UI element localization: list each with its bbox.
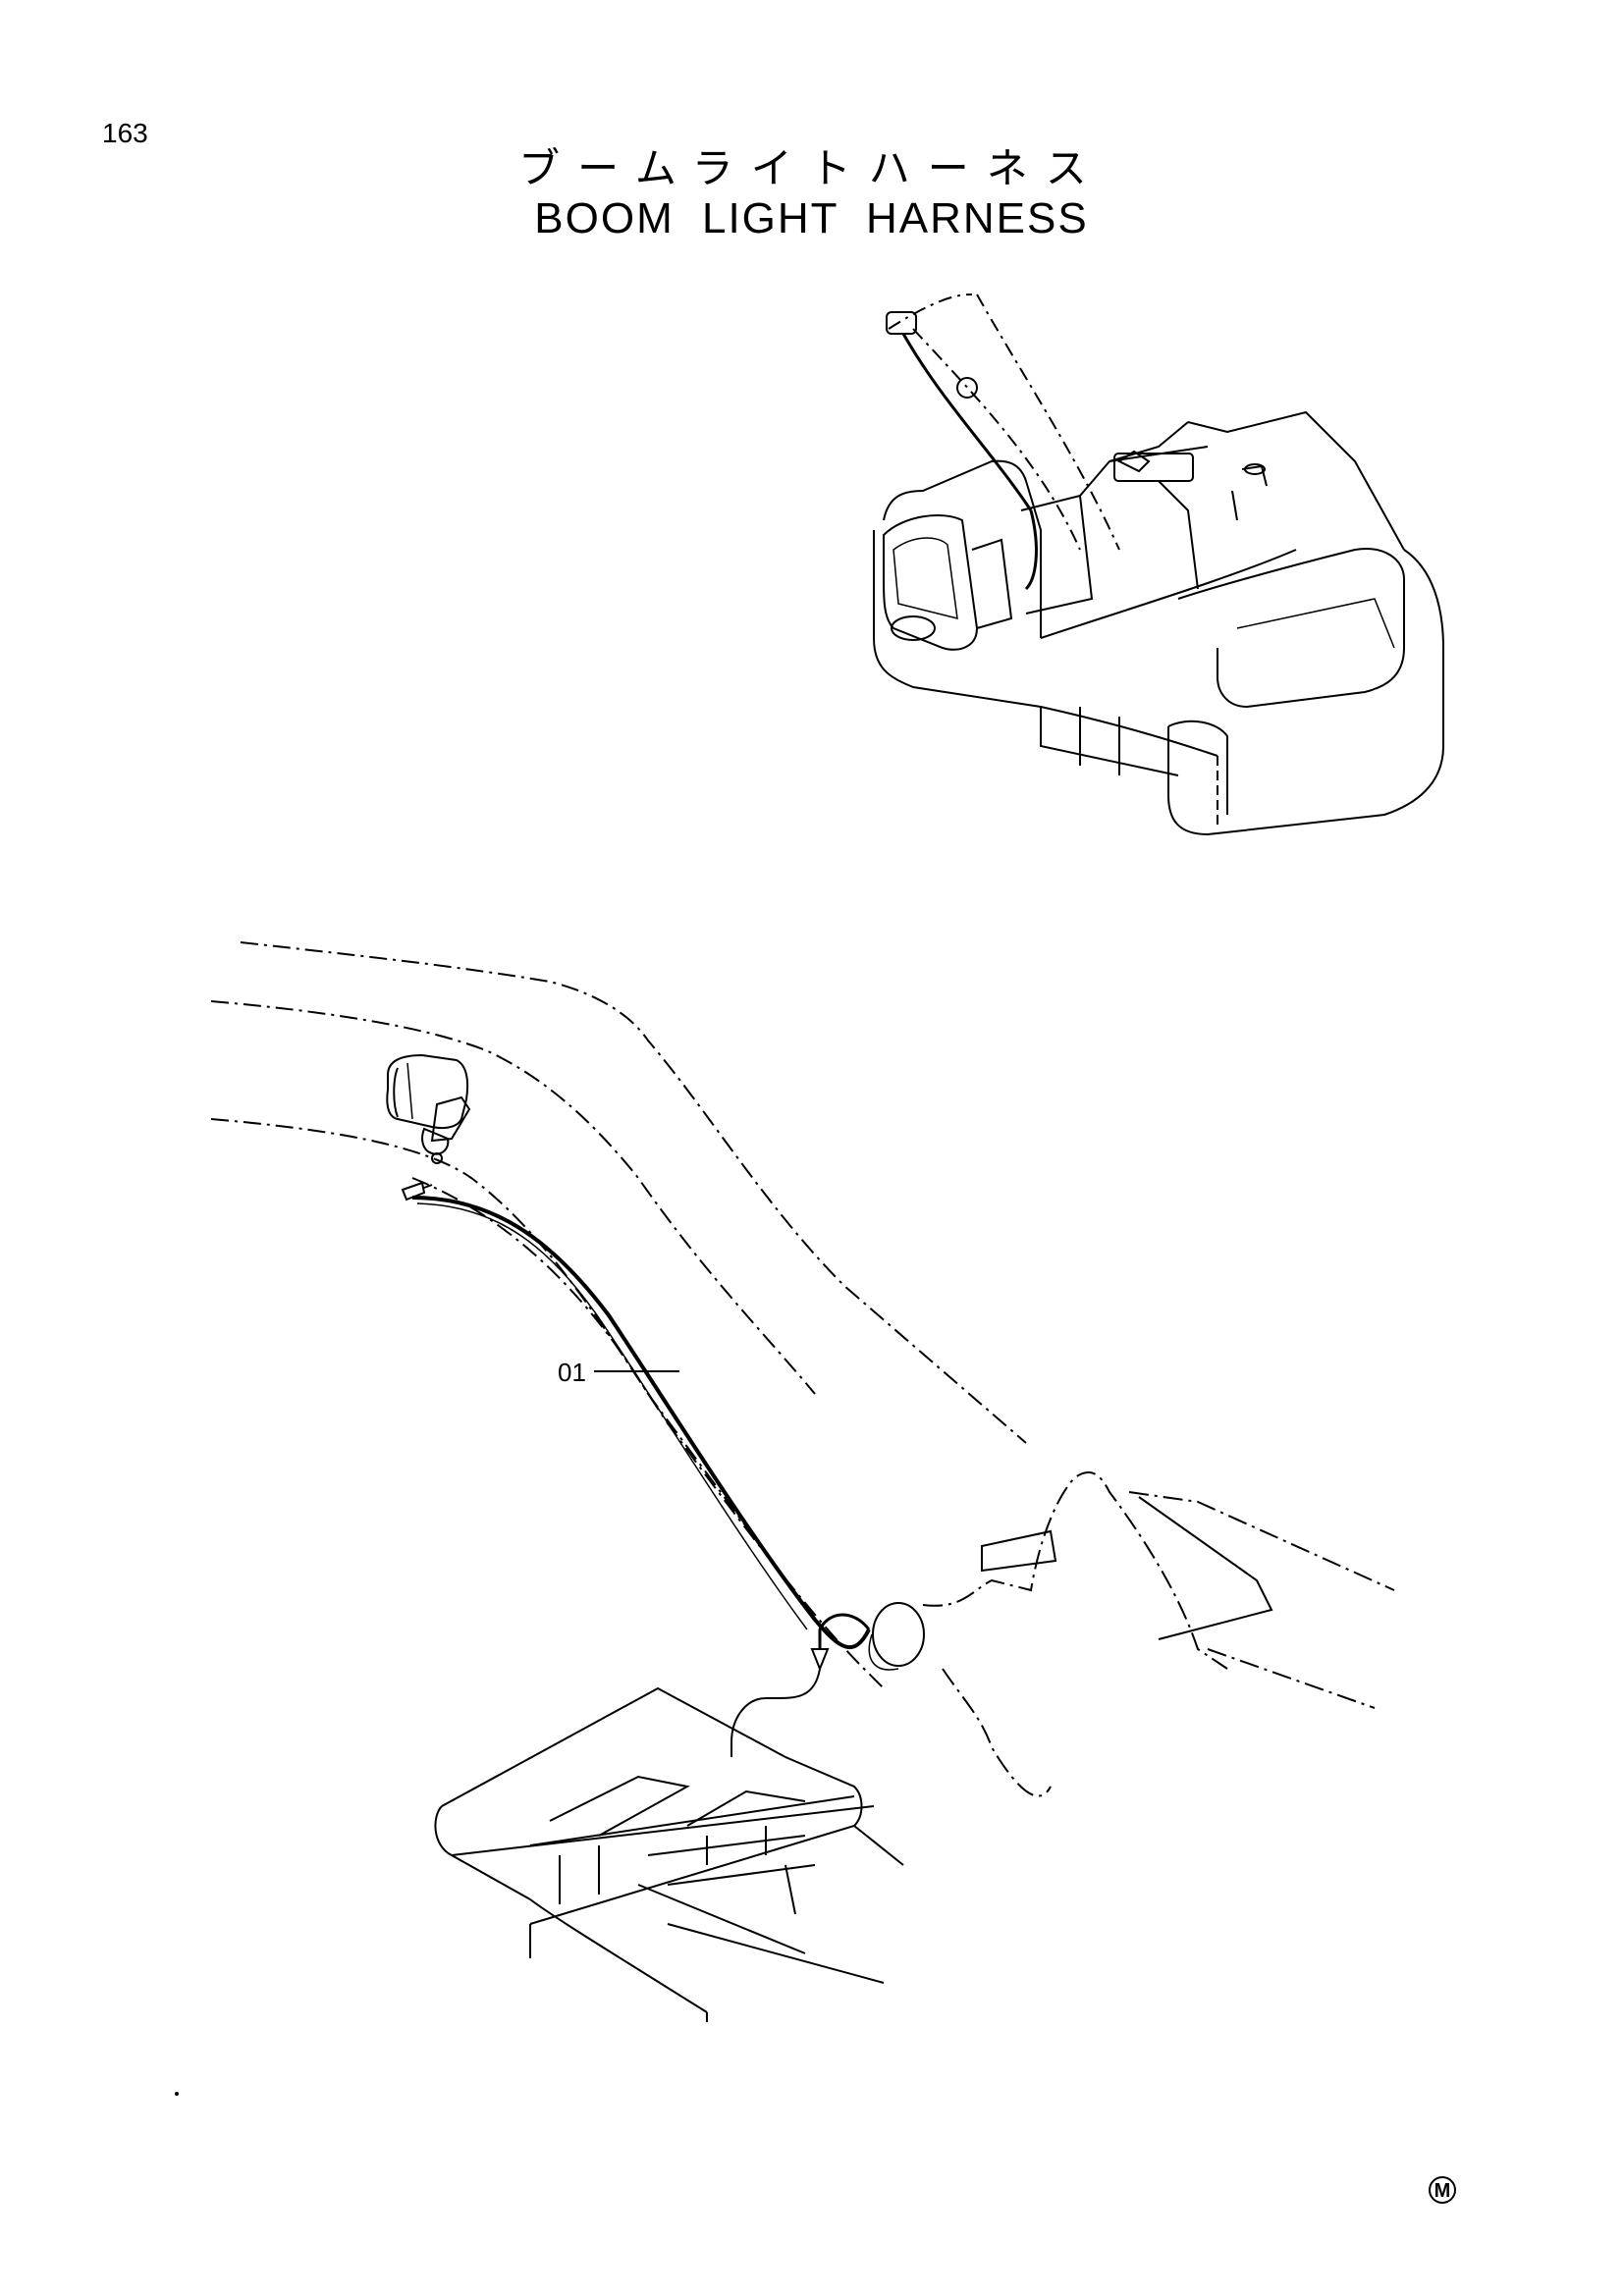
stray-dot: [175, 2092, 179, 2096]
boom-detail: 01: [210, 941, 1395, 2022]
boom-connector-small: [956, 377, 978, 399]
callout-01: 01: [558, 1358, 586, 1387]
lower-frame: [434, 1686, 904, 2022]
title-japanese: ブームライトハーネス: [518, 144, 1105, 192]
boom-foot-pin: [872, 1602, 925, 1667]
excavator-overview: [873, 294, 1444, 836]
m-mark: M: [1429, 2176, 1456, 2204]
m-mark-letter: M: [1434, 2180, 1451, 2202]
boom-lamp-small: [886, 311, 917, 335]
page-number: 163: [102, 118, 148, 148]
boom-light: [386, 1053, 471, 1201]
title-english: BOOM LIGHT HARNESS: [534, 194, 1089, 242]
harness-line: [411, 1196, 871, 1650]
